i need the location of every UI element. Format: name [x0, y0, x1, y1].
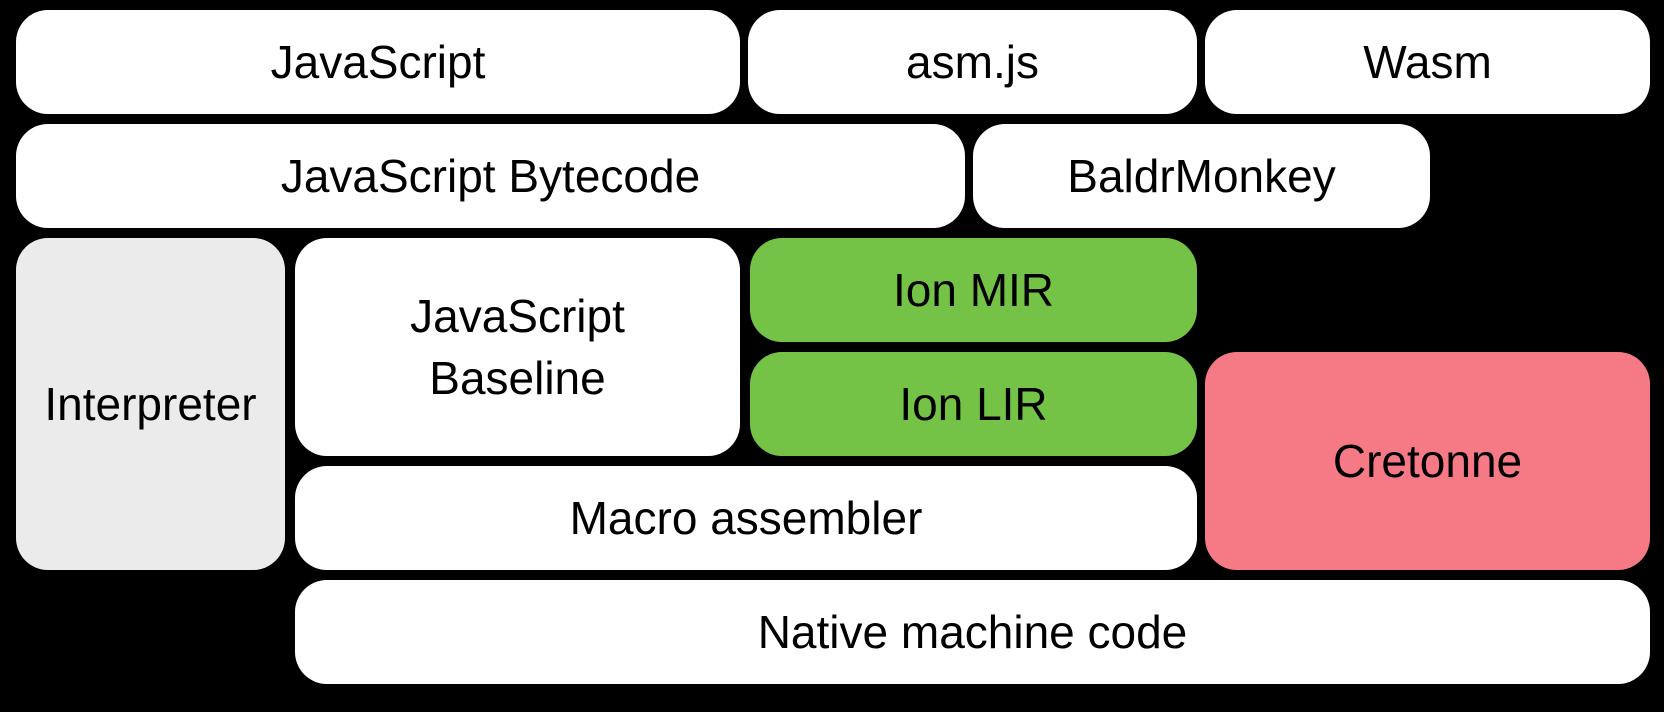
node-ion-lir: Ion LIR — [750, 352, 1197, 456]
node-javascript: JavaScript — [16, 10, 740, 114]
node-macro-assembler: Macro assembler — [295, 466, 1197, 570]
node-native-machine-code: Native machine code — [295, 580, 1650, 684]
node-ion-mir: Ion MIR — [750, 238, 1197, 342]
node-javascript-bytecode: JavaScript Bytecode — [16, 124, 965, 228]
node-baldrmonkey: BaldrMonkey — [973, 124, 1430, 228]
node-asm-js: asm.js — [748, 10, 1197, 114]
node-wasm: Wasm — [1205, 10, 1650, 114]
node-cretonne: Cretonne — [1205, 352, 1650, 570]
node-javascript-baseline: JavaScript Baseline — [295, 238, 740, 456]
node-interpreter: Interpreter — [16, 238, 285, 570]
